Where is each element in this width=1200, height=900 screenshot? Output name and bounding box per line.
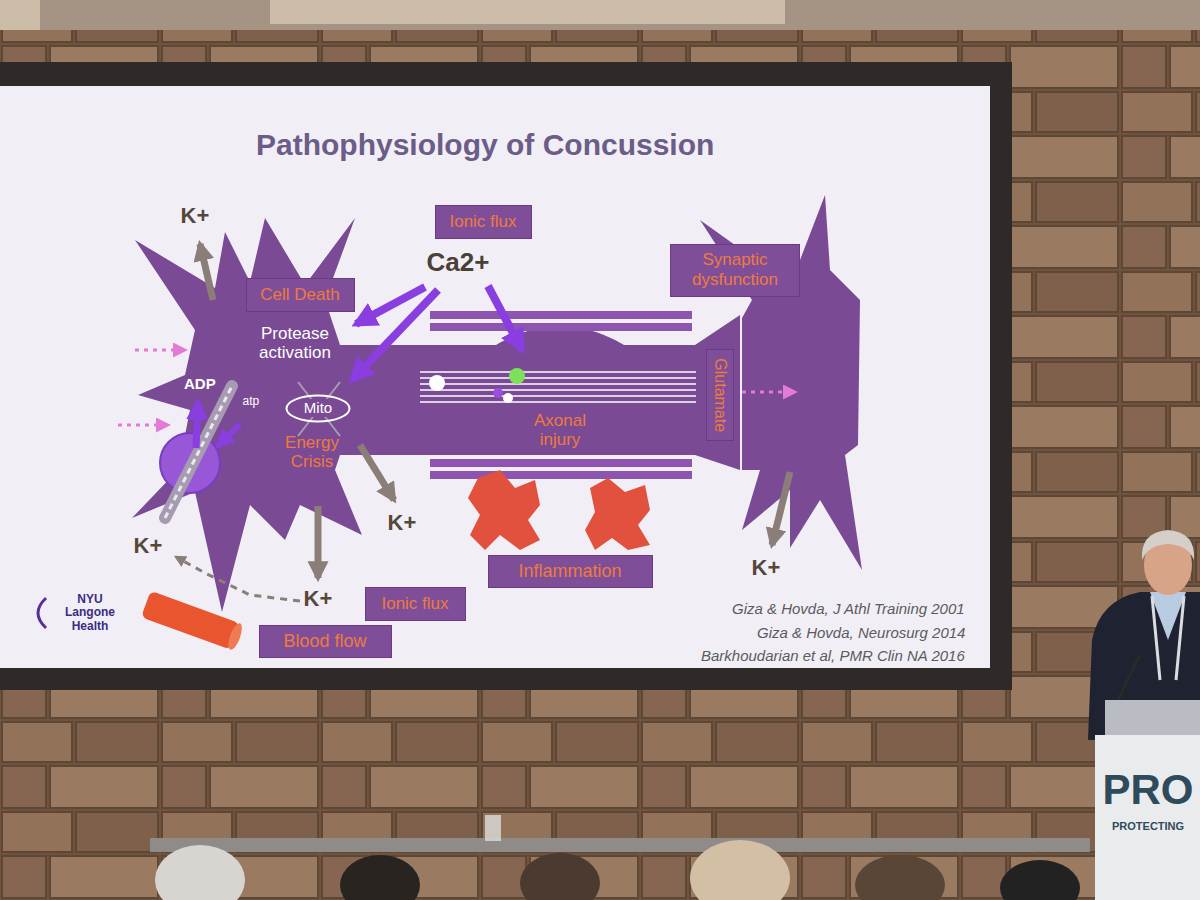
molecule-label: atp [243,395,260,409]
node-label: Inflammation [518,561,621,582]
signal-arrow [135,349,185,352]
vesicle [509,368,525,384]
vesicle [429,375,445,391]
axon-fibers [420,372,696,402]
mito-cross [298,382,340,436]
process-box: Synaptic dysfunction [670,244,800,297]
myelin-sheath [430,459,692,467]
process-box: Inflammation [488,555,653,588]
myelin-sheath [430,311,692,319]
process-box: Glutamate [706,349,734,441]
reference: Giza & Hovda, Neurosurg 2014 [757,624,965,641]
reference: Barkhoudarian et al, PMR Clin NA 2016 [701,647,965,664]
water-glass [485,815,501,841]
microtubule [420,377,696,379]
neuron-cell-body [132,218,362,612]
process-label: Energy Crisis [272,433,352,472]
axon-terminal [695,315,740,470]
blood-vessel [141,591,245,652]
process-label: Protease activation [245,324,345,363]
potassium-arrow [360,445,394,500]
node-label: Mito [302,399,334,416]
microtubule [420,371,696,373]
reference: Giza & Hovda, J Athl Training 2001 [732,600,965,617]
ion-label: K+ [304,586,333,611]
podium [1095,735,1200,900]
node-label: Glutamate [711,358,729,432]
node-label: Ionic flux [381,594,448,614]
light-fixture [270,0,785,24]
audience-head [155,845,245,900]
ion-label: K+ [388,510,417,535]
blood-vessel-end [226,622,245,652]
microtubule [420,401,696,403]
calcium-arrow [352,290,438,380]
microtubule [420,389,696,391]
microglia-cell [585,478,650,550]
presenter-body [1088,592,1200,740]
podium-logo: PRO [1103,766,1194,814]
signal-arrow [118,424,168,427]
mito-cross [298,382,340,436]
myelin-sheath [430,471,692,479]
ellipse-outline [287,395,350,421]
microglia-cell [468,470,540,550]
microphone [1118,655,1140,700]
signal-arrow [742,391,795,394]
audience-head [520,853,600,900]
potassium-flow-arrow [176,557,300,601]
laptop [1105,700,1200,735]
logo-text: NYU Langone Health [51,593,129,634]
vesicle [503,393,513,403]
process-box: Ionic flux [435,205,532,239]
light-fixture [0,0,40,30]
potassium-arrow [315,506,322,578]
potassium-arrow [772,472,790,545]
process-box: Blood flow [259,625,392,658]
process-box: Ionic flux [365,587,466,621]
process-box: Cell Death [246,278,355,312]
myelin-sheath [430,323,692,331]
ceiling-beam [0,0,1200,30]
calcium-arrow [488,286,522,350]
node-label: Cell Death [260,285,339,305]
ion-channel-pore [165,386,232,518]
ion-channel [165,386,232,518]
audience-head [1000,860,1080,900]
vesicle [493,388,503,398]
ion-label: Ca2+ [427,248,490,278]
microtubule [420,395,696,397]
atp-arrow [218,424,240,446]
slide-background [0,86,990,668]
mitochondria-ellipse: Mito [285,394,351,423]
node-label: Ionic flux [449,212,516,232]
lanyard [1152,596,1160,680]
logo-swoosh [38,598,46,628]
potassium-arrow [200,244,213,300]
screen-frame [0,62,1012,690]
node-label: Synaptic dysfunction [683,250,787,289]
podium-logo: PROTECTING [1112,820,1184,833]
process-label: Axonal injury [525,411,595,450]
audience-head [855,855,945,900]
audience-head [690,840,790,900]
presenter-hair [1142,530,1194,560]
atp-arrow [196,402,198,448]
microtubule [420,383,696,385]
audience-head [340,855,420,900]
table [150,838,1090,852]
molecule-label: ADP [184,375,216,392]
lanyard [1176,596,1184,680]
node-label: Blood flow [283,631,366,652]
ion-label: K+ [752,555,781,580]
axon [328,345,700,455]
ion-label: K+ [134,533,163,558]
slide-title: Pathophysiology of Concussion [256,128,714,163]
blood-vessel-body [141,591,240,650]
ion-label: K+ [181,203,210,228]
